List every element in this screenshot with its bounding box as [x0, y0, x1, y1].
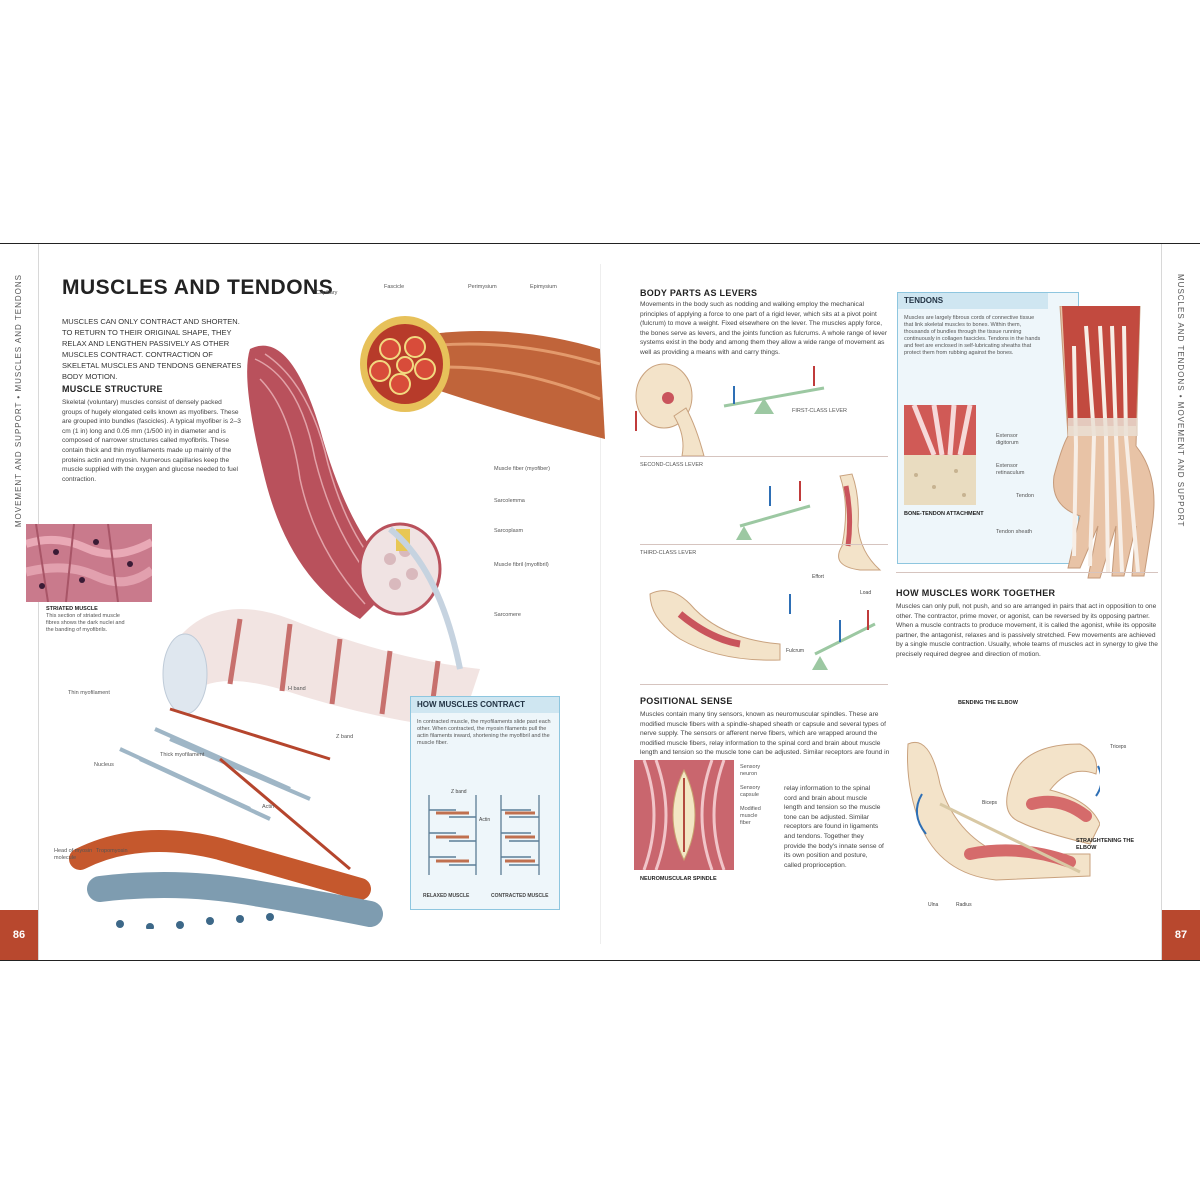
spindle-caption: NEUROMUSCULAR SPINDLE	[640, 876, 780, 883]
right-page-number: 87	[1162, 910, 1200, 960]
label-sarcomere: Sarcomere	[494, 612, 521, 618]
label-thick-myofilament: Thick myofilament	[160, 752, 205, 758]
lever-label-fulcrum: Fulcrum	[786, 648, 805, 654]
label-extensor-digitorum: Extensor digitorum	[996, 433, 1019, 446]
contract-label-actin: Actin	[479, 817, 491, 823]
bone-tendon-attachment-illustration	[904, 405, 976, 505]
section-rule	[640, 544, 888, 545]
label-ulna: Ulna	[928, 902, 939, 908]
contraction-diagram	[428, 795, 540, 875]
right-running-head: MUSCLES AND TENDONS • MOVEMENT AND SUPPO…	[1176, 274, 1185, 528]
section-rule	[640, 684, 888, 685]
label-perimysium: Perimysium	[468, 284, 497, 290]
micrograph-caption-title: STRIATED MUSCLE	[46, 606, 98, 612]
third-class-lever-diagram	[649, 590, 876, 670]
label-fascicle: Fascicle	[384, 284, 405, 290]
label-nucleus: Nucleus	[94, 762, 114, 768]
label-extensor-retinaculum: Extensor retinaculum	[996, 463, 1025, 476]
micrograph-caption: STRIATED MUSCLE This section of striated…	[46, 606, 126, 634]
label-sarcolemma: Sarcolemma	[494, 498, 525, 504]
label-z-band: Z band	[336, 734, 354, 740]
page-divider	[600, 264, 601, 944]
muscle-structure-heading: MUSCLE STRUCTURE	[62, 384, 163, 394]
left-gutter: MOVEMENT AND SUPPORT • MUSCLES AND TENDO…	[0, 244, 39, 960]
attachment-caption: BONE-TENDON ATTACHMENT	[904, 511, 984, 518]
label-capillary: Capillary	[316, 290, 338, 296]
positional-sense-text-top: Muscles contain many tiny sensors, known…	[640, 711, 890, 756]
work-together-text: Muscles can only pull, not push, and so …	[896, 603, 1158, 658]
label-myofibril: Muscle fibril (myofibril)	[494, 562, 549, 568]
label-thin-myofilament: Thin myofilament	[68, 690, 110, 696]
contracted-muscle-label: CONTRACTED MUSCLE	[491, 893, 549, 899]
contract-box-text: In contracted muscle, the myofilaments s…	[417, 719, 551, 746]
lever-label-effort: Effort	[812, 574, 824, 580]
label-h-band: H band	[288, 686, 306, 692]
tendons-box-text: Muscles are largely fibrous cords of con…	[904, 315, 1041, 356]
bending-elbow-caption-title: BENDING THE ELBOW	[958, 700, 1018, 706]
label-sarcoplasm: Sarcoplasm	[494, 528, 524, 534]
page-title: MUSCLES AND TENDONS	[62, 276, 334, 299]
levers-heading: BODY PARTS AS LEVERS	[640, 288, 758, 298]
straightening-elbow-caption-title: STRAIGHTENING THE ELBOW	[1076, 838, 1135, 851]
first-class-lever-diagram	[635, 363, 825, 456]
first-class-lever-caption: FIRST-CLASS LEVER	[792, 408, 848, 414]
lever-label-load: Load	[860, 590, 872, 596]
positional-sense-heading: POSITIONAL SENSE	[640, 696, 733, 706]
book-spread: MOVEMENT AND SUPPORT • MUSCLES AND TENDO…	[0, 243, 1200, 961]
bending-elbow-caption: BENDING THE ELBOW	[958, 700, 1048, 707]
section-rule	[640, 456, 888, 457]
hand-tendon-illustration	[1053, 306, 1155, 579]
micrograph-caption-text: This section of striated muscle fibres s…	[46, 613, 125, 633]
muscle-structure-text: Skeletal (voluntary) muscles consist of …	[62, 399, 241, 483]
contract-label-z-band: Z band	[451, 789, 467, 795]
intro-text: Muscles can only contract and shorten. T…	[62, 317, 242, 381]
label-biceps: Biceps	[982, 800, 998, 806]
section-rule	[896, 572, 1158, 573]
label-tropomyosin: Tropomyosin	[96, 848, 128, 854]
levers-text: Movements in the body such as nodding an…	[640, 301, 888, 356]
label-tendon: Tendon	[1016, 493, 1035, 499]
label-actin: Actin	[262, 804, 275, 810]
left-running-head: MOVEMENT AND SUPPORT • MUSCLES AND TENDO…	[14, 274, 23, 528]
contract-box-title: HOW MUSCLES CONTRACT	[411, 697, 559, 713]
second-class-lever-caption: SECOND-CLASS LEVER	[640, 462, 703, 468]
positional-sense-text: relay information to the spinal cord and…	[784, 785, 884, 869]
attachment-caption-title: BONE-TENDON ATTACHMENT	[904, 511, 984, 517]
right-gutter: MUSCLES AND TENDONS • MOVEMENT AND SUPPO…	[1161, 244, 1200, 960]
left-page-number: 86	[0, 910, 38, 960]
tendons-box-title: TENDONS	[898, 293, 1048, 309]
neuromuscular-spindle-illustration	[634, 760, 734, 870]
straightening-elbow-caption: STRAIGHTENING THE ELBOW	[1076, 838, 1156, 852]
label-muscle-fiber: Muscle fiber (myofiber)	[494, 466, 550, 472]
second-class-lever-diagram	[736, 473, 882, 571]
work-together-heading: HOW MUSCLES WORK TOGETHER	[896, 588, 1056, 598]
label-head-of-myosin: Head of myosin molecule	[54, 848, 93, 861]
relaxed-muscle-label: RELAXED MUSCLE	[423, 893, 470, 899]
how-muscles-contract-box: HOW MUSCLES CONTRACT In contracted muscl…	[410, 696, 560, 910]
muscle-structure-illustration	[69, 316, 605, 929]
label-triceps: Triceps	[1110, 744, 1127, 750]
third-class-lever-caption: THIRD-CLASS LEVER	[640, 550, 697, 556]
tendons-box: TENDONS Muscles are largely fibrous cord…	[897, 292, 1079, 564]
label-epimysium: Epimysium	[530, 284, 557, 290]
elbow-muscles-illustration	[907, 742, 1100, 881]
label-tendon-sheath: Tendon sheath	[996, 529, 1033, 535]
label-radius: Radius	[956, 902, 972, 908]
spindle-caption-title: NEUROMUSCULAR SPINDLE	[640, 876, 717, 882]
striated-muscle-micrograph	[26, 524, 152, 602]
